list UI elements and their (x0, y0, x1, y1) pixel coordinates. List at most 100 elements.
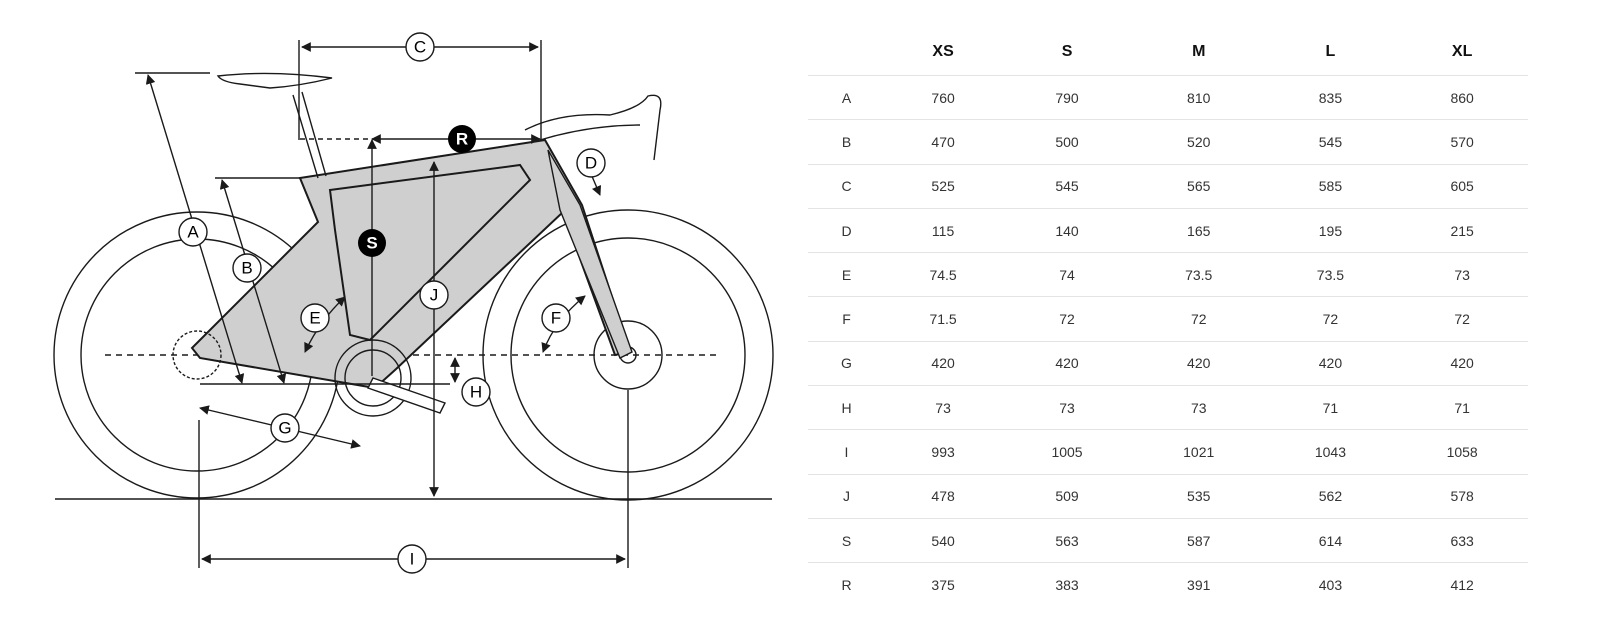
measure-label: B (808, 119, 885, 165)
measure-value: 562 (1264, 473, 1397, 519)
label-B: B (232, 253, 262, 283)
label-D: D (576, 148, 606, 178)
measure-value: 383 (1001, 562, 1133, 607)
measure-label: I (808, 429, 885, 475)
measure-value: 509 (1001, 473, 1133, 519)
handlebar (524, 94, 662, 161)
measure-value: 71 (1396, 385, 1528, 430)
label-F: F (541, 303, 571, 333)
measure-label: F (808, 296, 885, 342)
bike-geometry-diagram: C R D S A B E J F H G I (53, 32, 774, 574)
measure-label: H (808, 385, 885, 430)
seatpost (292, 91, 327, 179)
measure-value: 72 (1001, 296, 1133, 342)
label-G: G (270, 413, 300, 443)
size-header-m: M (1192, 42, 1206, 60)
measure-value: 74.5 (885, 252, 1002, 297)
label-A: A (178, 217, 208, 247)
measure-label: R (808, 562, 885, 607)
svg-text:G: G (278, 419, 291, 438)
measure-value: 1043 (1264, 429, 1397, 475)
saddle (216, 72, 333, 89)
measure-value: 520 (1132, 119, 1265, 165)
measure-value: 1058 (1396, 429, 1528, 475)
size-header-s: S (1061, 42, 1073, 60)
measure-value: 73.5 (1264, 252, 1397, 297)
svg-text:D: D (585, 154, 597, 173)
measure-value: 578 (1396, 473, 1528, 519)
measure-value: 605 (1396, 163, 1528, 209)
measure-value: 470 (885, 119, 1002, 165)
measure-value: 73 (1396, 252, 1528, 297)
measure-value: 420 (885, 340, 1002, 386)
measure-value: 215 (1396, 207, 1528, 253)
svg-text:A: A (187, 223, 199, 242)
measure-label: A (808, 74, 885, 120)
measure-value: 1021 (1132, 429, 1265, 475)
header-empty (808, 28, 885, 76)
measure-label: G (808, 340, 885, 386)
measure-label: S (808, 517, 885, 563)
measure-value: 140 (1001, 207, 1133, 253)
svg-text:R: R (456, 130, 468, 149)
svg-text:J: J (430, 286, 439, 305)
measure-label: D (808, 207, 885, 253)
svg-text:I: I (410, 550, 415, 569)
measure-value: 570 (1396, 119, 1528, 165)
measure-value: 403 (1264, 562, 1397, 607)
measure-value: 478 (885, 473, 1002, 519)
svg-text:E: E (309, 309, 320, 328)
svg-text:C: C (414, 38, 426, 57)
measure-value: 165 (1132, 207, 1265, 253)
measure-value: 1005 (1001, 429, 1133, 475)
measure-value: 760 (885, 74, 1002, 120)
svg-text:S: S (366, 234, 377, 253)
measure-value: 72 (1132, 296, 1265, 342)
measure-value: 73 (1132, 385, 1265, 430)
fork (547, 149, 633, 359)
measure-value: 71 (1264, 385, 1397, 430)
measure-value: 565 (1132, 163, 1265, 209)
measure-value: 420 (1132, 340, 1265, 386)
measure-value: 545 (1001, 163, 1133, 209)
measure-value: 195 (1264, 207, 1397, 253)
measure-value: 835 (1264, 74, 1397, 120)
measure-value: 585 (1264, 163, 1397, 209)
measure-value: 545 (1264, 119, 1397, 165)
measure-value: 420 (1001, 340, 1133, 386)
measure-value: 790 (1001, 74, 1133, 120)
label-J: J (419, 280, 449, 310)
size-header-l: L (1325, 42, 1336, 60)
measure-value: 563 (1001, 517, 1133, 563)
measure-label: E (808, 252, 885, 297)
measure-value: 73 (885, 385, 1002, 430)
measure-value: 71.5 (885, 296, 1002, 342)
measure-label: J (808, 473, 885, 519)
label-S: S (358, 229, 386, 257)
measure-value: 633 (1396, 517, 1528, 563)
size-header-xl: XL (1451, 42, 1473, 60)
measure-value: 73 (1001, 385, 1133, 430)
measure-value: 72 (1396, 296, 1528, 342)
measure-value: 535 (1132, 473, 1265, 519)
measure-value: 587 (1132, 517, 1265, 563)
svg-text:H: H (470, 383, 482, 402)
label-I: I (397, 544, 427, 574)
measure-value: 420 (1264, 340, 1397, 386)
measure-value: 860 (1396, 74, 1528, 120)
measure-value: 500 (1001, 119, 1133, 165)
label-C: C (405, 32, 435, 62)
measure-value: 993 (885, 429, 1002, 475)
measure-value: 115 (885, 207, 1002, 253)
measure-value: 391 (1132, 562, 1265, 607)
